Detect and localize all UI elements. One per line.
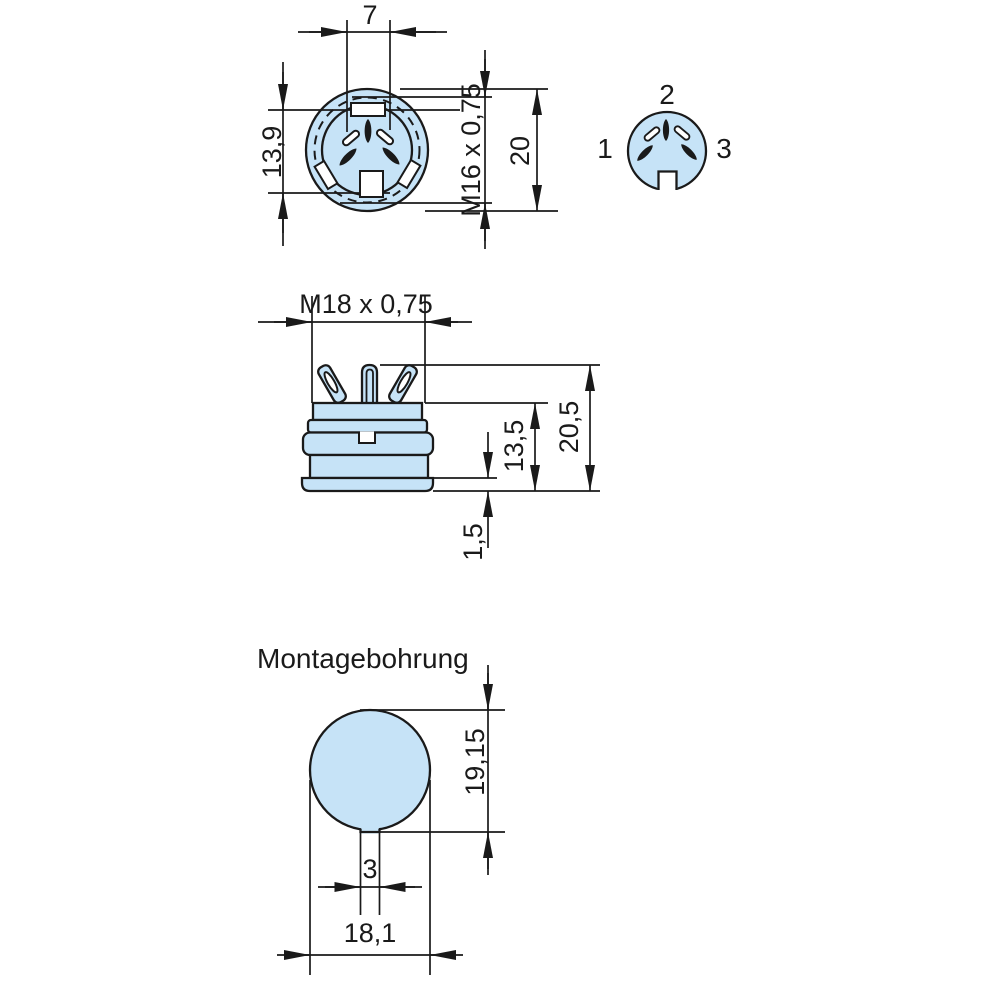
pin-2-label: 2 [659, 79, 675, 110]
collar-band [306, 418, 429, 434]
mounting-view-title: Montagebohrung [257, 643, 469, 674]
pin-view-slot-right [673, 125, 691, 141]
dim-pin-spacing: 7 [298, 0, 447, 37]
dim-inner-diameter-label: 13,9 [257, 126, 287, 179]
mounting-hole-view: Montagebohrung 19,15 3 [257, 643, 505, 975]
dim-hole-diameter-label: 18,1 [344, 918, 397, 948]
dim-notch-width-label: 3 [362, 854, 377, 884]
pin-3-contact [382, 147, 400, 165]
rim-notch-left [313, 159, 339, 191]
pin-3-label: 3 [716, 133, 732, 164]
dim-thread-m16: M16 x 0,75 [456, 50, 490, 249]
dim-thread-m18: M18 x 0,75 [258, 289, 472, 403]
pin-1-label: 1 [597, 133, 613, 164]
mounting-flange [300, 476, 435, 493]
dim-flange-thickness: 1,5 [458, 432, 493, 561]
dim-flange-thickness-label: 1,5 [458, 523, 488, 561]
dim-body-height: 13,5 [499, 403, 540, 491]
pin-2-contact [364, 119, 372, 143]
mounting-notch-fill [361, 821, 379, 834]
mounting-hole-circle [308, 708, 432, 832]
dim-outer-diameter: 20 [505, 89, 542, 211]
solder-lug-middle [360, 363, 379, 406]
pin-numbering-view: 1 2 3 [597, 79, 732, 193]
pin-view-pin2 [662, 118, 670, 142]
dim-inner-diameter: 13,9 [257, 62, 288, 246]
pin-view-notch-gap [657, 170, 678, 193]
dim-total-height: 20,5 [554, 365, 595, 491]
mounting-hole-notch [359, 828, 381, 834]
pin-view-slot-left [643, 126, 661, 142]
dim-hole-diameter: 18,1 [277, 780, 463, 975]
dim-hole-height: 19,15 [360, 665, 505, 875]
dim-total-height-label: 20,5 [554, 401, 584, 454]
front-view: 7 13,9 M16 x 0,75 20 [257, 0, 558, 249]
pin-view-keyway-notch [657, 170, 678, 190]
dim-thread-m18-label: M18 x 0,75 [299, 289, 433, 319]
insulator-plate [311, 401, 424, 422]
dim-notch-width: 3 [318, 833, 422, 915]
lower-body [308, 453, 430, 480]
pin-view-pin3 [681, 144, 697, 160]
dim-hole-height-label: 19,15 [460, 728, 490, 796]
dim-thread-m16-label: M16 x 0,75 [456, 83, 486, 217]
pin-view-pin1 [637, 145, 653, 161]
keyway-slot [359, 170, 384, 198]
dim-pin-spacing-label: 7 [362, 0, 377, 30]
dim-body-height-label: 13,5 [499, 420, 529, 473]
guide-slot-right [375, 128, 395, 146]
rim-notch-right [396, 158, 422, 190]
solder-lug-left [317, 364, 347, 404]
side-view: M18 x 0,75 13,5 20,5 1,5 [258, 289, 600, 561]
guide-slot-left [341, 129, 361, 147]
solder-lug-right [388, 364, 418, 404]
pin-1-contact [339, 148, 357, 166]
body-keyway-notch [358, 431, 376, 444]
dim-outer-diameter-label: 20 [505, 136, 535, 166]
rim-notch-top [350, 102, 386, 117]
